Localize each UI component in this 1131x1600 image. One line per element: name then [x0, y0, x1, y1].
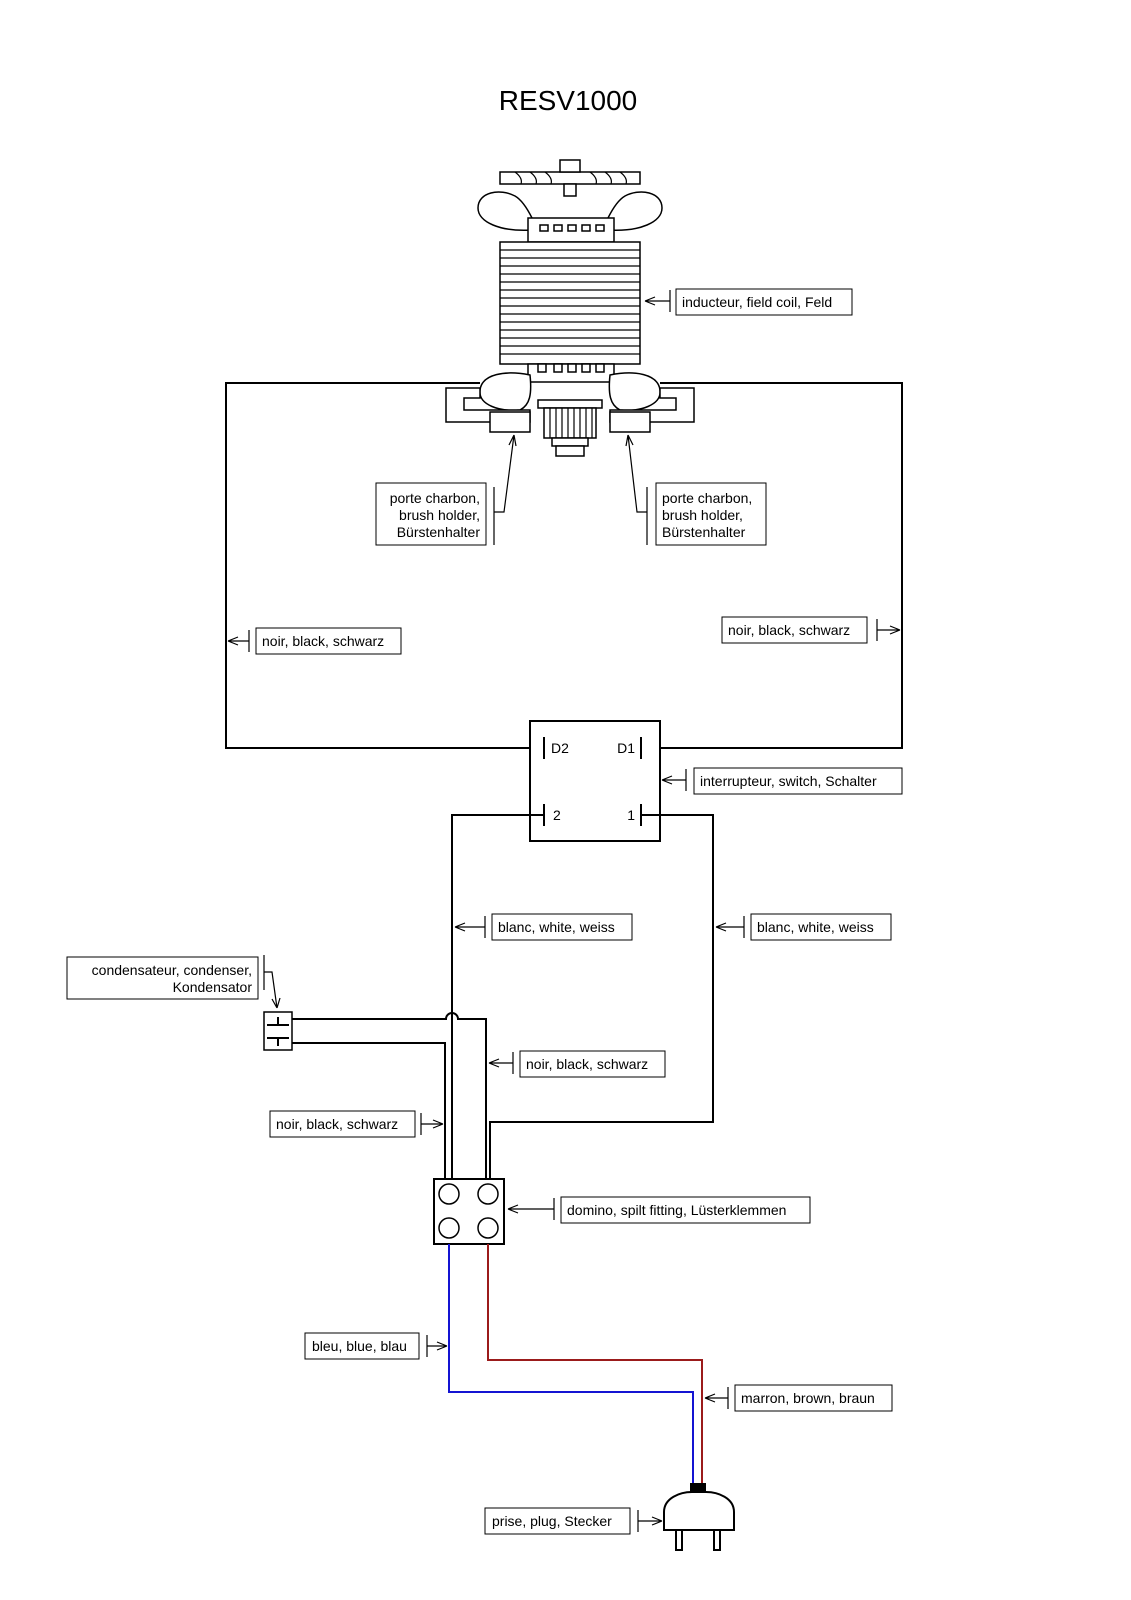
wire-black-right-label: noir, black, schwarz	[721, 616, 901, 644]
brush-holder-left	[489, 411, 531, 433]
svg-text:noir, black, schwarz: noir, black, schwarz	[262, 633, 384, 649]
svg-text:bleu, blue, blau: bleu, blue, blau	[312, 1338, 407, 1354]
svg-text:condensateur, condenser,: condensateur, condenser,	[92, 962, 252, 978]
wire-black-low-label: noir, black, schwarz	[269, 1110, 444, 1138]
wire-white-left-label: blanc, white, weiss	[454, 913, 633, 941]
svg-text:Bürstenhalter: Bürstenhalter	[662, 524, 746, 540]
brush-holder-right-label: porte charbon, brush holder, Bürstenhalt…	[625, 434, 767, 546]
svg-text:interrupteur, switch, Schalter: interrupteur, switch, Schalter	[700, 773, 877, 789]
terminal-2: 2	[553, 807, 561, 823]
svg-text:Kondensator: Kondensator	[173, 979, 253, 995]
wire-blue	[448, 1244, 694, 1485]
svg-text:domino, spilt fitting, Lüsterk: domino, spilt fitting, Lüsterklemmen	[567, 1202, 786, 1218]
wire-brown-label: marron, brown, braun	[704, 1384, 893, 1412]
wire-white-right	[489, 814, 714, 1183]
field-coil-label: inducteur, field coil, Feld	[644, 288, 853, 316]
wire-brown	[487, 1244, 703, 1485]
svg-text:brush holder,: brush holder,	[399, 507, 480, 523]
svg-text:prise, plug, Stecker: prise, plug, Stecker	[492, 1513, 612, 1529]
terminal-1: 1	[627, 807, 635, 823]
condenser	[263, 1011, 293, 1051]
brush-holder-left-label: porte charbon, brush holder, Bürstenhalt…	[375, 434, 517, 546]
svg-text:inducteur, field coil, Feld: inducteur, field coil, Feld	[682, 294, 832, 310]
brush-holder-right	[609, 411, 651, 433]
domino-label: domino, spilt fitting, Lüsterklemmen	[507, 1196, 811, 1224]
svg-text:Bürstenhalter: Bürstenhalter	[397, 524, 481, 540]
terminal-d1: D1	[617, 740, 635, 756]
plug-label: prise, plug, Stecker	[484, 1507, 663, 1535]
switch: D2 D1 2 1	[529, 720, 661, 842]
wire-black-condenser-bottom	[292, 1042, 446, 1183]
wire-blue-label: bleu, blue, blau	[304, 1332, 448, 1360]
svg-text:blanc, white, weiss: blanc, white, weiss	[757, 919, 874, 935]
terminal-d2: D2	[551, 740, 569, 756]
wire-black-condenser-top	[292, 1012, 487, 1183]
wire-black-left	[225, 382, 530, 749]
svg-text:porte charbon,: porte charbon,	[662, 490, 752, 506]
wire-white-right-label: blanc, white, weiss	[715, 913, 892, 941]
wire-black-mid-label: noir, black, schwarz	[488, 1050, 666, 1078]
svg-text:brush holder,: brush holder,	[662, 507, 743, 523]
wire-black-right	[654, 382, 903, 749]
svg-text:noir, black, schwarz: noir, black, schwarz	[276, 1116, 398, 1132]
domino	[433, 1178, 505, 1245]
svg-text:porte charbon,: porte charbon,	[390, 490, 480, 506]
commutator	[543, 407, 597, 439]
condenser-label: condensateur, condenser, Kondensator	[66, 955, 281, 1009]
wire-black-left-label: noir, black, schwarz	[227, 627, 402, 655]
field-coil-stack	[499, 241, 641, 365]
svg-text:noir, black, schwarz: noir, black, schwarz	[526, 1056, 648, 1072]
wire-white-left	[451, 814, 544, 1183]
motor	[445, 159, 695, 457]
plug	[663, 1483, 735, 1551]
svg-text:noir, black, schwarz: noir, black, schwarz	[728, 622, 850, 638]
svg-text:blanc, white, weiss: blanc, white, weiss	[498, 919, 615, 935]
switch-label: interrupteur, switch, Schalter	[661, 767, 903, 795]
diagram-title: RESV1000	[499, 85, 638, 116]
svg-text:marron, brown, braun: marron, brown, braun	[741, 1390, 875, 1406]
